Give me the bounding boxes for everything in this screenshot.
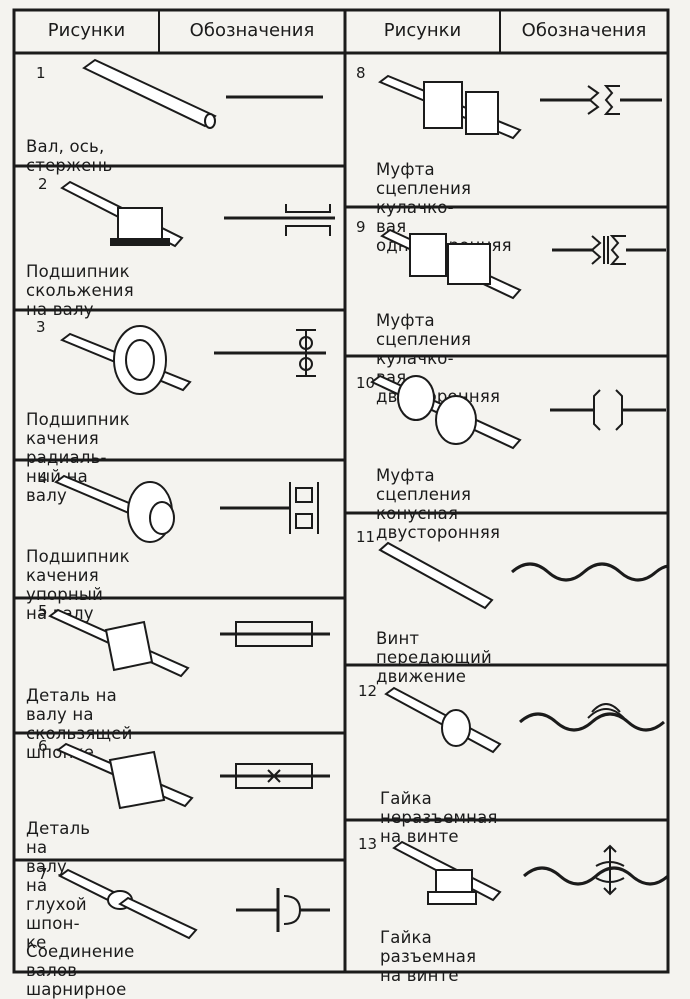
item-caption: Винт передающий движение [376, 629, 492, 686]
item-caption: Гайка неразъемная на винте [380, 789, 498, 846]
item-caption: Подшипник скольжения на валу [26, 262, 134, 319]
item-number: 1 [36, 64, 46, 82]
item-caption: Подшипник качения упорный на валу [26, 547, 130, 623]
item-number: 5 [38, 602, 48, 620]
item-caption: Деталь на валу на глухой шпон- ке [26, 819, 91, 952]
item-number: 3 [36, 318, 46, 336]
header-col1: Рисунки [47, 20, 126, 41]
header-col4: Обозначения [521, 20, 647, 41]
item-number: 2 [38, 175, 48, 193]
item-caption: Вал, ось, стержень [26, 137, 113, 175]
item-number: 4 [38, 469, 48, 487]
item-number: 7 [38, 865, 48, 883]
item-caption: Подшипник качения радиаль- ный на валу [26, 410, 130, 505]
item-number: 10 [356, 374, 376, 392]
header-col3: Рисунки [383, 20, 462, 41]
item-caption: Муфта сцепления конусная двусторонняя [376, 466, 501, 542]
item-number: 11 [356, 528, 376, 546]
item-number: 12 [358, 682, 378, 700]
item-number: 6 [38, 737, 48, 755]
item-number: 8 [356, 64, 366, 82]
item-number: 9 [356, 218, 366, 236]
header-col2: Обозначения [189, 20, 315, 41]
item-number: 13 [358, 835, 378, 853]
item-caption: Гайка разъемная на винте [380, 928, 477, 985]
